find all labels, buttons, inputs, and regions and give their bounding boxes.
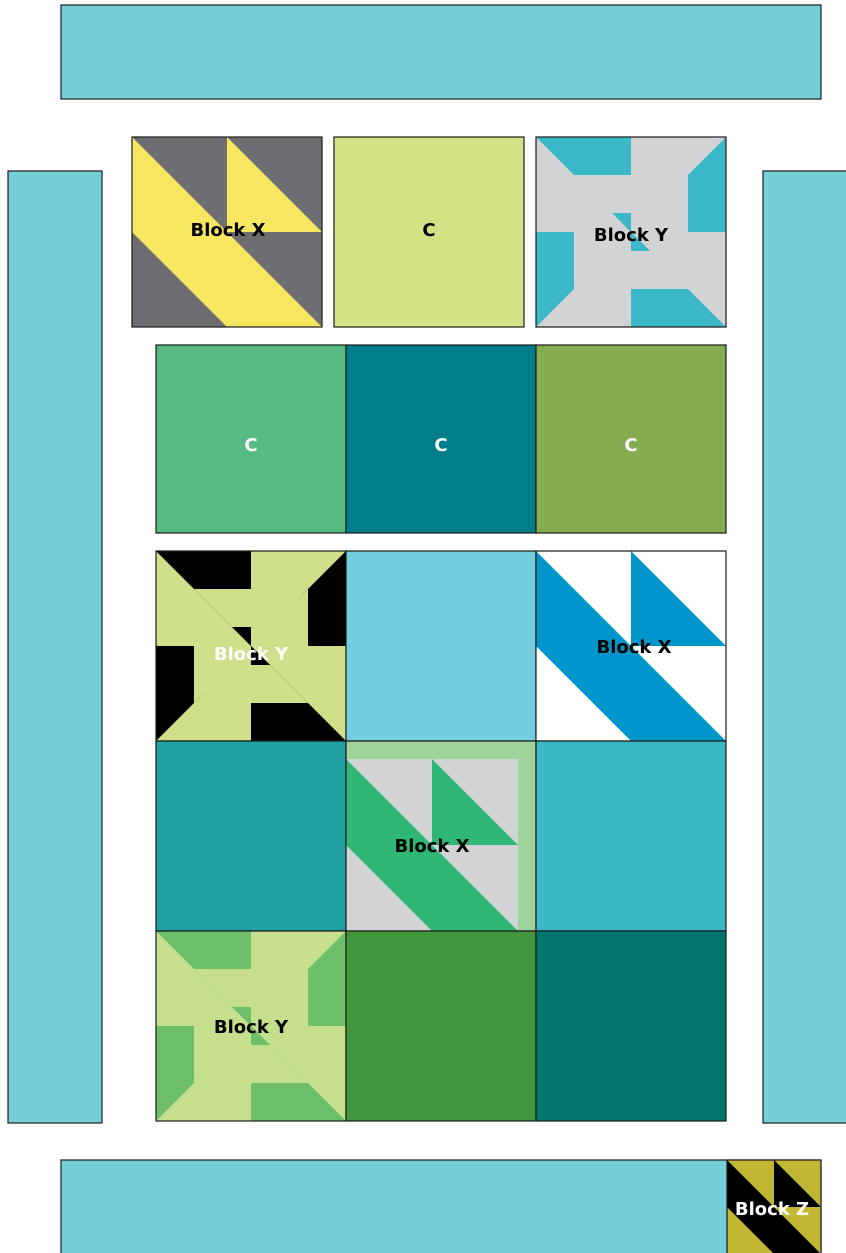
quilt-block-r2c2: C — [346, 345, 536, 533]
quilt-block-r5c2 — [346, 931, 536, 1121]
block-label: Block Y — [594, 225, 669, 246]
block-label: Block X — [190, 220, 265, 241]
right-border-strip — [763, 171, 846, 1123]
block-label: Block Y — [214, 644, 289, 665]
solid-fill — [346, 931, 536, 1121]
left-border-strip — [8, 171, 102, 1123]
solid-fill — [156, 741, 346, 931]
top-border-strip — [61, 5, 821, 99]
corner-block-label: Block Z — [735, 1199, 809, 1220]
quilt-blocks: Block X C Block Y C C C Block Y Block X Block X B… — [132, 137, 821, 1253]
block-label: C — [244, 435, 257, 456]
block-label: Block Y — [214, 1017, 289, 1038]
block-label: Block X — [394, 836, 469, 857]
quilt-block-r5c1: Block Y — [156, 931, 346, 1121]
bottom-border-strip — [61, 1160, 821, 1253]
solid-fill — [346, 551, 536, 741]
block-label: C — [624, 435, 637, 456]
quilt-block-r1c2: C — [334, 137, 524, 327]
solid-fill — [536, 931, 726, 1121]
corner-block: Block Z — [727, 1160, 821, 1253]
quilt-block-r1c1: Block X — [132, 137, 322, 327]
block-label: C — [422, 220, 435, 241]
quilt-block-r2c3: C — [536, 345, 726, 533]
quilt-block-r5c3 — [536, 931, 726, 1121]
quilt-block-r4c1 — [156, 741, 346, 931]
block-label: C — [434, 435, 447, 456]
quilt-block-r3c1: Block Y — [156, 551, 346, 741]
quilt-block-r2c1: C — [156, 345, 346, 533]
quilt-block-r4c2: Block X — [346, 741, 536, 931]
quilt-block-r1c3: Block Y — [536, 137, 726, 327]
block-label: Block X — [596, 637, 671, 658]
quilt-block-r3c3: Block X — [536, 551, 726, 741]
solid-fill — [536, 741, 726, 931]
quilt-block-r4c3 — [536, 741, 726, 931]
quilt-block-r3c2 — [346, 551, 536, 741]
center-square — [251, 599, 299, 647]
